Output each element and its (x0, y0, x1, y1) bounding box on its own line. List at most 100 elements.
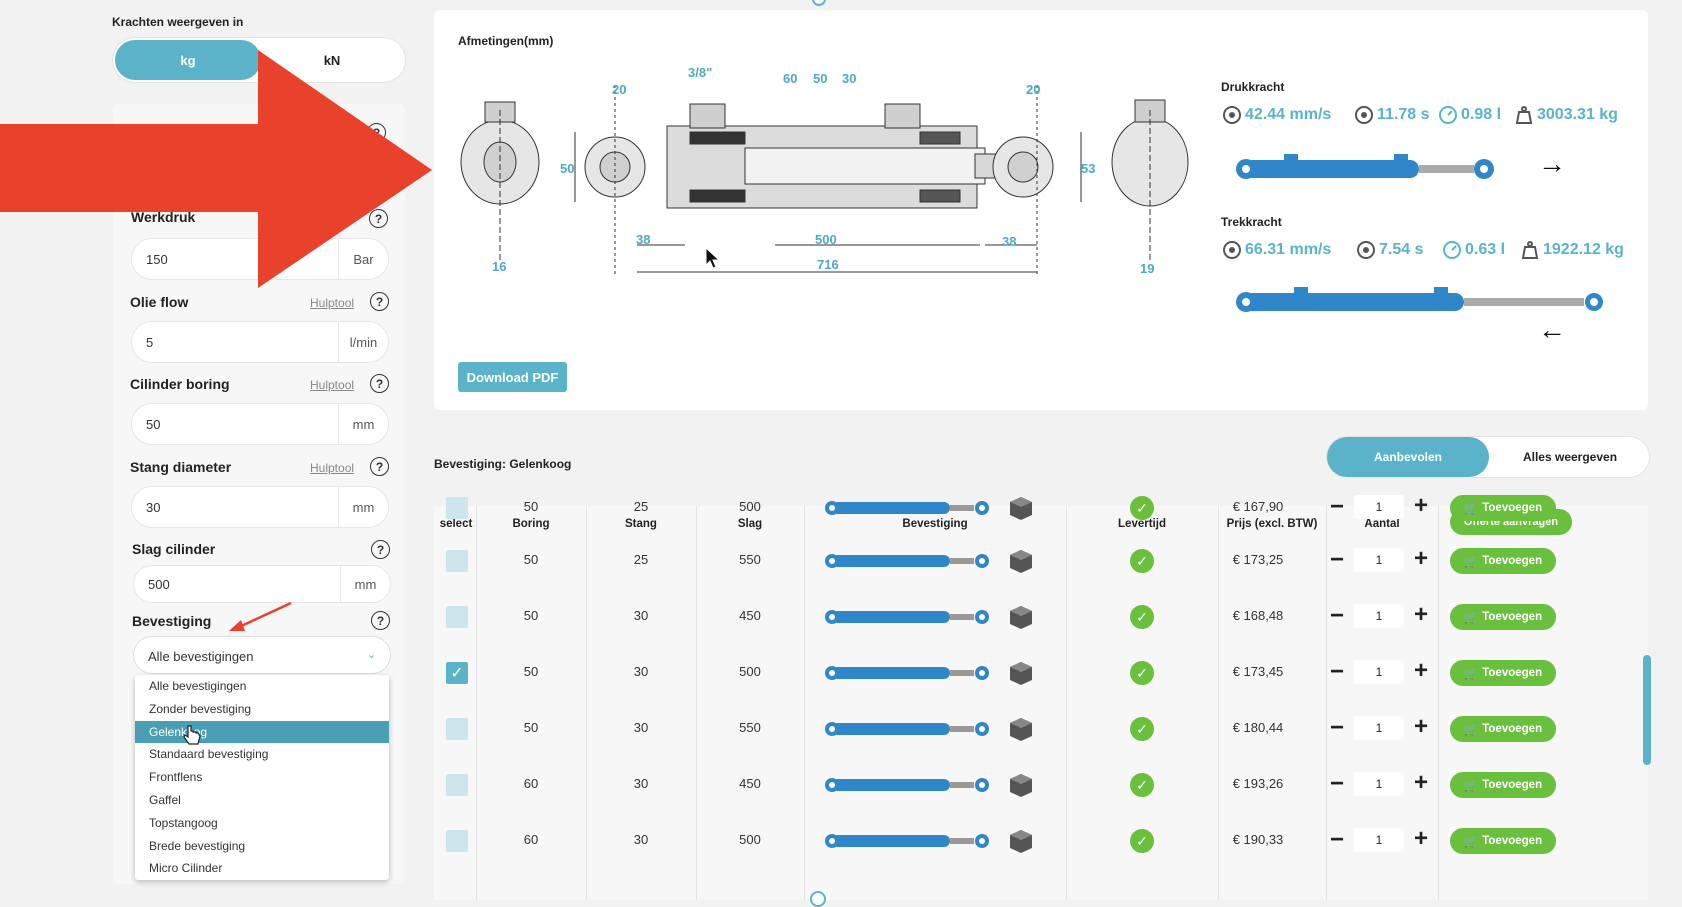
dropdown-option[interactable]: Standaard bevestiging (149, 747, 269, 762)
cell-boring: 50 (523, 664, 539, 679)
gauge-icon (1443, 241, 1461, 259)
view-all-option[interactable]: Alles weergeven (1522, 450, 1618, 464)
werkdruk-value: 150 (146, 252, 168, 267)
dim-label: 16 (492, 259, 507, 274)
download-pdf-button[interactable]: Download PDF (458, 362, 567, 392)
cylinder-thumbnail (824, 495, 994, 526)
toevoegen-button[interactable]: 🛒Toevoegen (1450, 495, 1556, 521)
stang-diameter-unit: mm (338, 487, 388, 527)
cart-icon: 🛒 (1463, 724, 1479, 736)
view-recommended-option[interactable]: Aanbevolen (1327, 437, 1489, 477)
quantity-increase-button[interactable]: + (1414, 492, 1429, 519)
3d-model-icon[interactable] (1008, 772, 1034, 803)
drukkracht-title: Drukkracht (1221, 80, 1285, 94)
table-scrollbar[interactable] (1643, 655, 1651, 765)
quantity-decrease-button[interactable]: − (1330, 546, 1345, 573)
cell-slag: 450 (739, 608, 761, 623)
toevoegen-button[interactable]: 🛒Toevoegen (1450, 828, 1556, 854)
dropdown-option[interactable]: Alle bevestigingen (149, 679, 247, 693)
3d-model-icon[interactable] (1008, 660, 1034, 691)
olie-flow-input[interactable]: 5 l/min (131, 321, 389, 363)
quantity-input[interactable]: 1 (1354, 495, 1404, 519)
quantity-increase-button[interactable]: + (1414, 545, 1429, 572)
slider-handle[interactable] (812, 0, 826, 6)
dropdown-option[interactable]: Brede bevestiging (149, 838, 246, 853)
dim-label: 19 (1140, 261, 1155, 276)
toevoegen-button[interactable]: 🛒Toevoegen (1450, 548, 1556, 574)
dropdown-option[interactable]: Gaffel (149, 792, 181, 807)
dropdown-option[interactable]: Zonder bevestiging (149, 701, 252, 716)
row-select-checkbox[interactable] (446, 497, 468, 519)
stang-diameter-hulptool-link[interactable]: Hulptool (310, 461, 355, 475)
slider-handle[interactable] (810, 891, 826, 907)
header-select: select (439, 518, 473, 530)
quantity-increase-button[interactable]: + (1414, 769, 1429, 796)
quantity-increase-button[interactable]: + (1414, 825, 1429, 852)
row-select-checkbox[interactable]: ✓ (446, 662, 468, 684)
dropdown-option[interactable]: Topstangoog (149, 815, 218, 830)
quantity-input[interactable]: 1 (1354, 828, 1404, 852)
olie-flow-hulptool-link[interactable]: Hulptool (310, 296, 355, 310)
dropdown-option[interactable]: Micro Cilinder (149, 861, 223, 876)
row-select-checkbox[interactable] (446, 550, 468, 572)
row-select-checkbox[interactable] (446, 606, 468, 628)
toevoegen-button[interactable]: 🛒Toevoegen (1450, 660, 1556, 686)
cell-boring: 50 (523, 720, 539, 735)
quantity-decrease-button[interactable]: − (1330, 658, 1345, 685)
quantity-decrease-button[interactable]: − (1330, 826, 1345, 853)
toevoegen-button[interactable]: 🛒Toevoegen (1450, 716, 1556, 742)
dropdown-option[interactable]: Frontflens (149, 770, 203, 785)
help-icon[interactable]: ? (371, 540, 390, 559)
toevoegen-label: Toevoegen (1482, 502, 1543, 514)
unit-kg-option[interactable]: kg (115, 40, 261, 80)
cilinder-boring-hulptool-link[interactable]: Hulptool (310, 378, 355, 392)
3d-model-icon[interactable] (1008, 548, 1034, 579)
help-icon[interactable]: ? (370, 292, 389, 311)
quantity-input[interactable]: 1 (1354, 772, 1404, 796)
results-bevestiging-label: Bevestiging: Gelenkoog (434, 457, 572, 471)
cell-stang: 25 (633, 499, 649, 514)
stang-diameter-input[interactable]: 30 mm (131, 486, 389, 528)
header-prijs: Prijs (excl. BTW) (1226, 518, 1318, 530)
quantity-decrease-button[interactable]: − (1330, 602, 1345, 629)
help-icon[interactable]: ? (369, 209, 388, 228)
cilinder-boring-input[interactable]: 50 mm (131, 403, 389, 445)
quantity-decrease-button[interactable]: − (1330, 770, 1345, 797)
toevoegen-button[interactable]: 🛒Toevoegen (1450, 604, 1556, 630)
help-icon[interactable]: ? (370, 374, 389, 393)
slag-cilinder-unit: mm (340, 566, 390, 602)
cart-icon: 🛒 (1463, 836, 1479, 848)
quantity-input[interactable]: 1 (1354, 716, 1404, 740)
dropdown-option-highlighted[interactable]: Gelenkoog (135, 720, 389, 744)
bevestiging-select[interactable]: Alle bevestigingen ⌄ (133, 636, 391, 674)
toevoegen-label: Toevoegen (1482, 723, 1543, 735)
in-stock-check-icon: ✓ (1130, 496, 1154, 520)
row-select-checkbox[interactable] (446, 830, 468, 852)
unit-kn-option[interactable]: kN (323, 52, 341, 68)
quantity-decrease-button[interactable]: − (1330, 493, 1345, 520)
quantity-input[interactable]: 1 (1354, 548, 1404, 572)
quantity-increase-button[interactable]: + (1414, 713, 1429, 740)
header-levertijd: Levertijd (1118, 518, 1166, 530)
3d-model-icon[interactable] (1008, 716, 1034, 747)
toevoegen-button[interactable]: 🛒Toevoegen (1450, 772, 1556, 798)
3d-model-icon[interactable] (1008, 828, 1034, 859)
quantity-decrease-button[interactable]: − (1330, 714, 1345, 741)
help-icon[interactable]: ? (371, 611, 390, 630)
speed-icon (1223, 106, 1241, 124)
quantity-increase-button[interactable]: + (1414, 601, 1429, 628)
help-icon[interactable]: ? (370, 457, 389, 476)
row-select-checkbox[interactable] (446, 774, 468, 796)
cell-prijs: € 193,26 (1232, 776, 1284, 791)
quantity-increase-button[interactable]: + (1414, 657, 1429, 684)
row-select-checkbox[interactable] (446, 718, 468, 740)
drukkracht-speed: 42.44 mm/s (1221, 104, 1331, 126)
slag-cilinder-input[interactable]: 500 mm (133, 565, 391, 603)
quantity-input[interactable]: 1 (1354, 604, 1404, 628)
in-stock-check-icon: ✓ (1130, 717, 1154, 741)
cart-icon: 🛒 (1463, 780, 1479, 792)
3d-model-icon[interactable] (1008, 604, 1034, 635)
3d-model-icon[interactable] (1008, 495, 1034, 526)
drukkracht-time: 11.78 s (1353, 104, 1430, 126)
quantity-input[interactable]: 1 (1354, 660, 1404, 684)
